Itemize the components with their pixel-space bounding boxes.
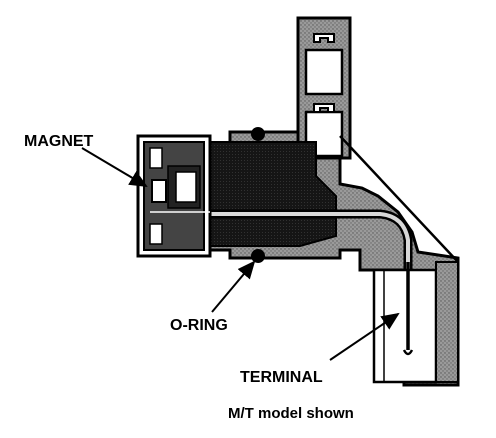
- diagram-caption: M/T model shown: [228, 405, 354, 422]
- o-ring-label: O-RING: [170, 317, 228, 334]
- magnet-label: MAGNET: [24, 133, 94, 150]
- housing-outline-line: [339, 135, 459, 263]
- connector-tower: [296, 16, 352, 160]
- magnet-housing: [136, 134, 212, 258]
- magnet: [151, 179, 167, 203]
- o-ring-top: [251, 127, 265, 141]
- terminal: [402, 262, 414, 356]
- sensor-housing: [181, 130, 460, 387]
- terminal-label: TERMINAL: [240, 369, 323, 386]
- o-ring-leader-arrow: [211, 260, 256, 313]
- o-ring-bottom: [251, 249, 265, 263]
- magnet-leader-arrow: [81, 147, 148, 188]
- terminal-leader-arrow: [329, 312, 400, 361]
